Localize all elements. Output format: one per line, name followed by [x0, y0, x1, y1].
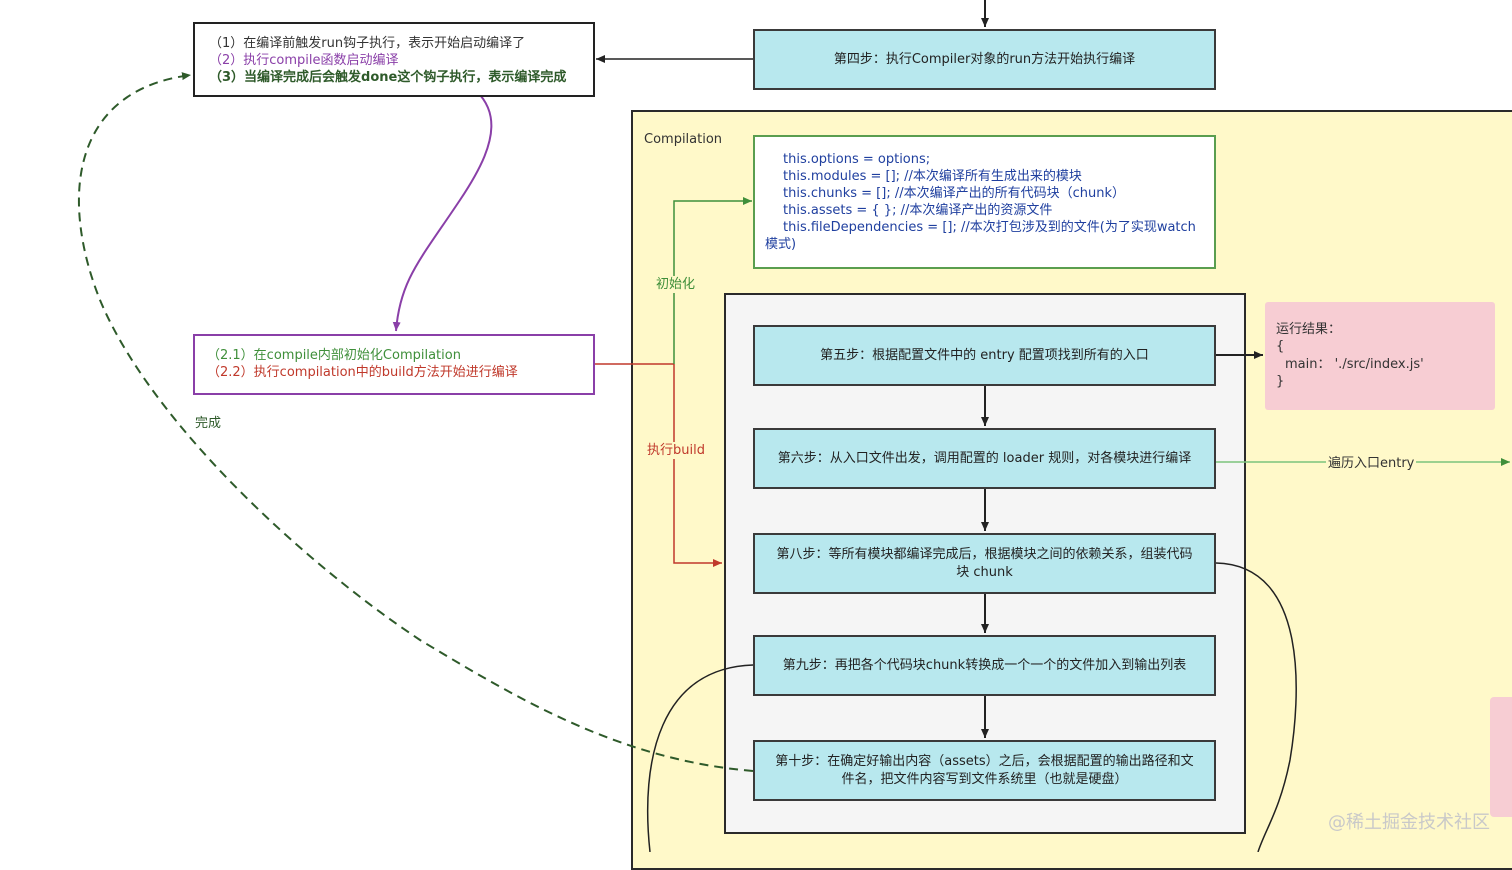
step8-box: 第八步：等所有模块都编译完成后，根据模块之间的依赖关系，组装代码 块 chunk [753, 533, 1216, 594]
step6-box: 第六步：从入口文件出发，调用配置的 loader 规则，对各模块进行编译 [753, 428, 1216, 489]
top-box-line2: （2）执行compile函数启动编译 [209, 53, 399, 68]
step9-box: 第九步：再把各个代码块chunk转换成一个一个的文件加入到输出列表 [753, 635, 1216, 696]
compilation-label: Compilation [644, 132, 723, 147]
watermark: @稀土掘金技术社区 [1328, 812, 1490, 833]
arrow-done-dashed [77, 72, 754, 772]
compile-inner-box: （2.1）在compile内部初始化Compilation （2.2）执行com… [193, 334, 595, 395]
step10-text-line2: 件名，把文件内容写到文件系统里（也就是硬盘） [841, 771, 1128, 787]
result-line3: main： './src/index.js' [1285, 357, 1424, 372]
run-result-box: 运行结果： { main： './src/index.js' } [1265, 302, 1495, 410]
init-line1: this.options = options; [783, 152, 931, 167]
step8-text-line1: 第八步：等所有模块都编译完成后，根据模块之间的依赖关系，组装代码 [776, 546, 1193, 562]
arrow-build-red [673, 364, 722, 567]
init-line4: this.assets = { }; //本次编译产出的资源文件 [783, 203, 1053, 218]
step10-box: 第十步：在确定好输出内容（assets）之后，会根据配置的输出路径和文 件名，把… [753, 740, 1216, 801]
connector-layer [77, 0, 1510, 852]
step5-text: 第五步：根据配置文件中的 entry 配置项找到所有的入口 [820, 347, 1149, 363]
compile-line2: （2.2）执行compilation中的build方法开始进行编译 [207, 365, 518, 380]
step5-box: 第五步：根据配置文件中的 entry 配置项找到所有的入口 [753, 325, 1216, 386]
result-line2: { [1276, 339, 1285, 354]
edge-label-done: 完成 [193, 415, 224, 432]
step10-text-line1: 第十步：在确定好输出内容（assets）之后，会根据配置的输出路径和文 [775, 753, 1194, 769]
compilation-init-box: this.options = options; this.modules = [… [753, 135, 1216, 269]
result-line1: 运行结果： [1276, 322, 1342, 337]
arrow-compile-purple [392, 59, 493, 332]
step4-box: 第四步：执行Compiler对象的run方法开始执行编译 [753, 29, 1216, 90]
right-edge-panel [1490, 697, 1512, 817]
arrow-init-green [673, 197, 752, 364]
step8-text-line2: 块 chunk [956, 564, 1013, 580]
edge-label-init: 初始化 [654, 276, 698, 293]
init-line2: this.modules = []; //本次编译所有生成出来的模块 [783, 169, 1082, 184]
curve-step9-out [646, 664, 754, 852]
top-box-line1: （1）在编译前触发run钩子执行，表示开始启动编译了 [209, 36, 526, 51]
compile-line1: （2.1）在compile内部初始化Compilation [207, 348, 461, 363]
init-line6: 模式) [765, 237, 797, 252]
edge-label-build: 执行build [645, 442, 707, 459]
step9-text: 第九步：再把各个代码块chunk转换成一个一个的文件加入到输出列表 [782, 657, 1187, 673]
curve-step8-out [1215, 562, 1297, 852]
step4-text: 第四步：执行Compiler对象的run方法开始执行编译 [833, 51, 1136, 67]
top-box-line3: （3）当编译完成后会触发done这个钩子执行，表示编译完成 [209, 70, 567, 85]
compiler-run-box: （1）在编译前触发run钩子执行，表示开始启动编译了 （2）执行compile函… [193, 22, 595, 97]
edge-label-traverse: 遍历入口entry [1326, 455, 1417, 472]
result-line4: } [1276, 374, 1285, 389]
step6-text: 第六步：从入口文件出发，调用配置的 loader 规则，对各模块进行编译 [777, 450, 1192, 466]
init-line3: this.chunks = []; //本次编译产出的所有代码块（chunk） [783, 186, 1125, 201]
init-line5: this.fileDependencies = []; //本次打包涉及到的文件… [783, 220, 1196, 235]
